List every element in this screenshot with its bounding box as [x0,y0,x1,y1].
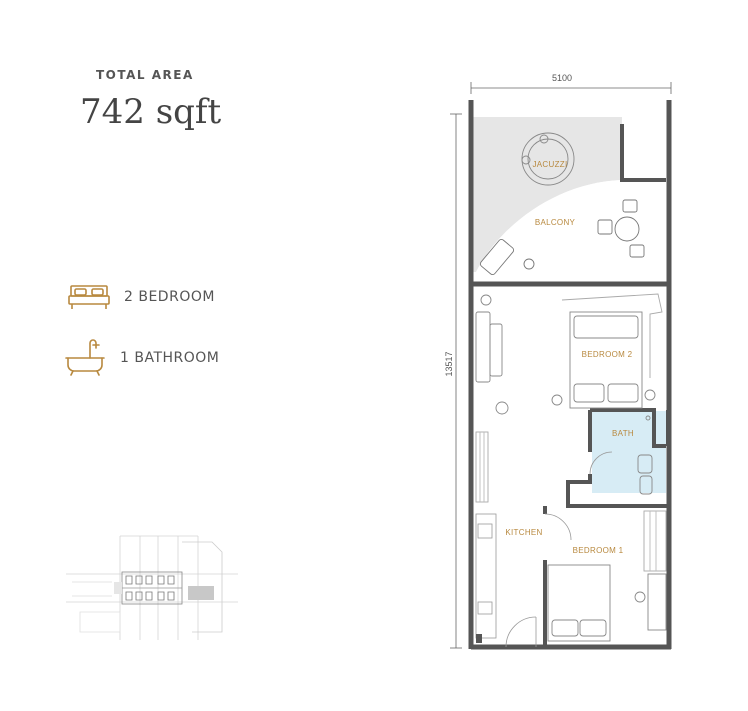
floor-plan: 5100 13517 [444,73,672,650]
room-label-jacuzzi: JACUZZI [533,160,568,169]
bed-icon [68,285,110,309]
width-dimension: 5100 [552,73,572,83]
bathtub-icon [65,339,105,376]
room-label-balcony: BALCONY [535,218,576,227]
total-area-label: TOTAL AREA [96,68,194,82]
feature-bathroom: 1 BATHROOM [64,338,219,378]
room-label-kitchen: KITCHEN [505,528,542,537]
key-plan [66,535,238,640]
room-label-bedroom-1: BEDROOM 1 [573,546,624,555]
balcony-area [473,117,622,272]
feature-bedroom: 2 BEDROOM [68,282,215,312]
bedroom-count: 2 BEDROOM [124,289,215,305]
room-label-bath: BATH [612,429,634,438]
bathroom-count: 1 BATHROOM [120,350,220,366]
total-area-value: 742 sqft [80,92,222,132]
height-dimension: 13517 [444,351,454,376]
room-label-bedroom-2: BEDROOM 2 [582,350,633,359]
